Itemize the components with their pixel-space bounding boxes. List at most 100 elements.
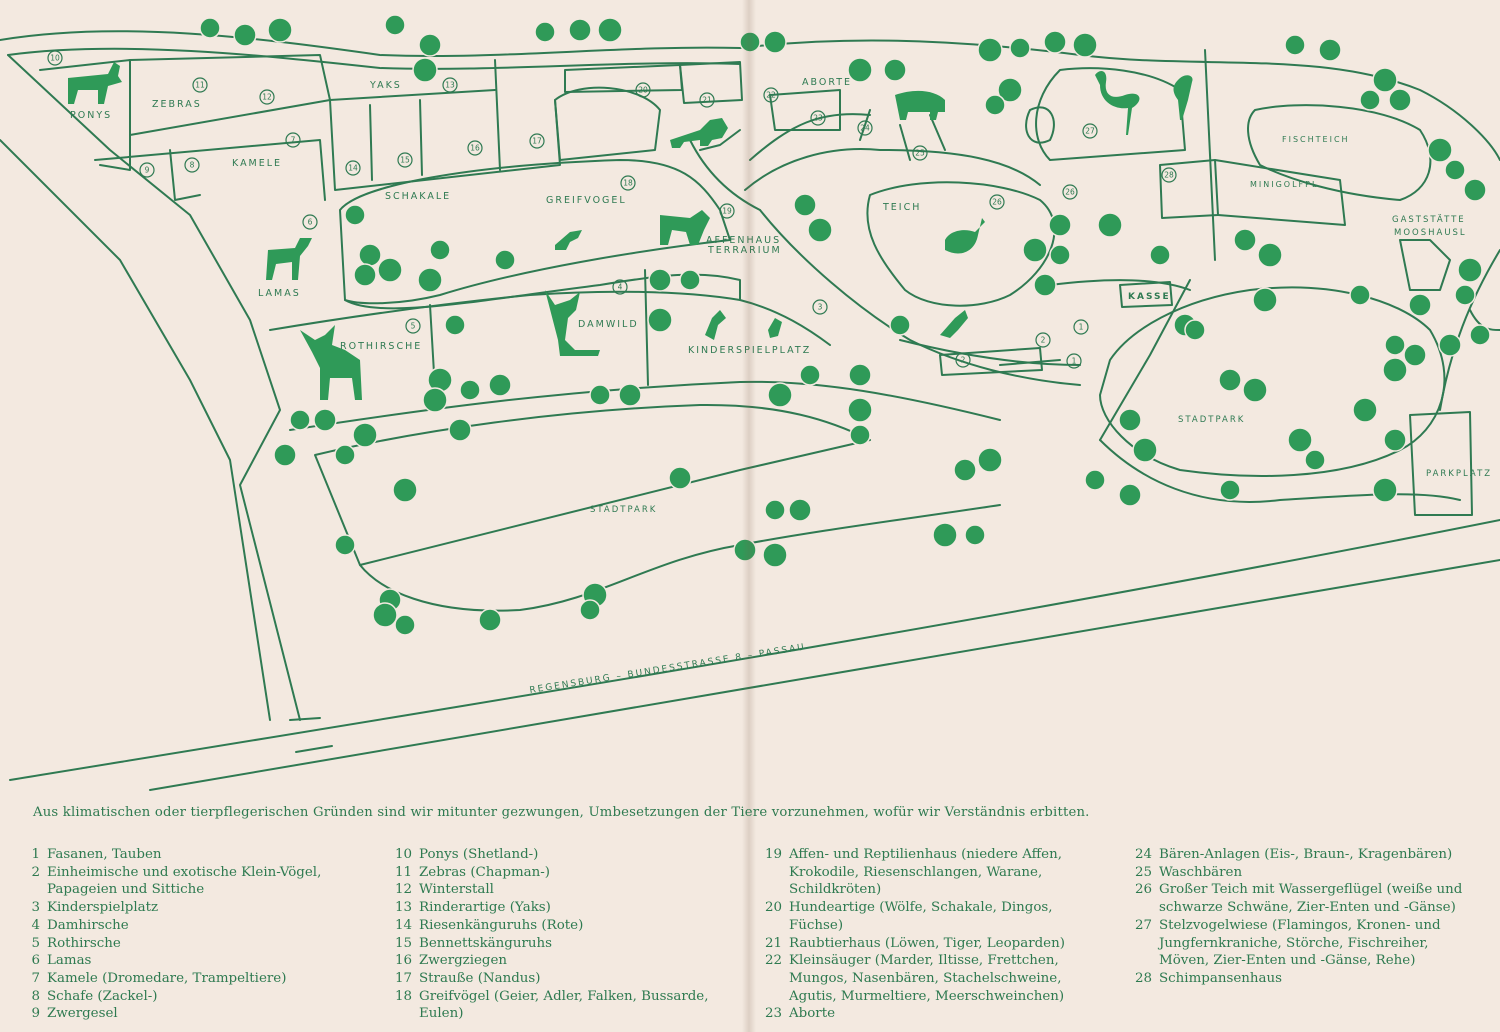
legend-number: 15 <box>394 935 412 951</box>
legend-number: 19 <box>764 847 782 862</box>
label-teich: TEICH <box>882 202 921 213</box>
map-marker: 4 <box>612 279 628 295</box>
map-marker-number: 27 <box>1085 127 1095 136</box>
tree-icon <box>372 602 398 628</box>
legend-number: 22 <box>764 953 782 969</box>
legend-number: 26 <box>1134 882 1152 898</box>
tree-icon <box>1384 334 1406 356</box>
legend-text: Zwergziegen <box>419 953 508 969</box>
map-marker: 1 <box>1066 353 1082 369</box>
flamingo-icon <box>1095 70 1140 135</box>
tree-icon <box>1349 284 1371 306</box>
map-marker-number: 13 <box>445 81 455 90</box>
map-marker: 25 <box>912 145 928 161</box>
tree-icon <box>1219 479 1241 501</box>
map-marker: 19 <box>719 203 735 219</box>
legend-text: Fasanen, Tauben <box>47 847 162 862</box>
map-marker-number: 21 <box>702 96 712 105</box>
legend-text: Zebras (Chapman-) <box>419 864 551 880</box>
tree-icon <box>392 477 418 503</box>
map-marker-number: 20 <box>638 86 648 95</box>
legend-number: 13 <box>394 900 412 916</box>
tree-icon <box>848 363 872 387</box>
legend-text: Rothirsche <box>47 935 121 951</box>
label-lamas: LAMAS <box>258 288 301 299</box>
tree-icon <box>448 418 472 442</box>
tree-icon <box>847 397 873 423</box>
tree-icon <box>799 364 821 386</box>
tree-icon <box>1372 477 1398 503</box>
legend-text: Hundeartige (Wölfe, Schakale, Dingos, Fü… <box>789 900 1053 933</box>
tree-icon <box>1132 437 1158 463</box>
legend-number: 14 <box>394 917 412 933</box>
tree-icon <box>444 314 466 336</box>
legend-text: Riesenkänguruhs (Rote) <box>419 917 584 933</box>
tree-icon <box>568 18 592 42</box>
monkey-icon <box>660 210 710 245</box>
legend-text: Zwergesel <box>47 1006 118 1022</box>
tree-icon <box>429 239 451 261</box>
vulture-icon <box>555 230 582 250</box>
map-marker-number: 22 <box>766 91 776 100</box>
map-marker: 26 <box>989 194 1005 210</box>
tree-icon <box>1048 213 1072 237</box>
tree-icon <box>1049 244 1071 266</box>
map-marker-number: 2 <box>1041 336 1046 345</box>
tree-icon <box>459 379 481 401</box>
map-marker-number: 5 <box>411 322 416 331</box>
legend-number: 7 <box>31 970 40 986</box>
map-marker: 1 <box>1073 319 1089 335</box>
tree-icon <box>1318 38 1342 62</box>
legend-text: Kamele (Dromedare, Trampeltiere) <box>47 970 287 986</box>
map-marker: 22 <box>763 87 779 103</box>
legend-number: 17 <box>394 970 412 986</box>
tree-icon <box>964 524 986 546</box>
label-affenhaus: AFFENHAUS <box>706 235 781 246</box>
legend-number: 21 <box>764 935 782 951</box>
legend-number: 24 <box>1134 847 1152 862</box>
map-marker: 27 <box>1082 123 1098 139</box>
legend-text: Kleinsäuger (Marder, Iltisse, Frettchen,… <box>789 953 1065 1004</box>
map-marker-number: 28 <box>1164 171 1174 180</box>
child-icon <box>705 310 726 340</box>
label-kinderspielplatz: KINDERSPIELPLATZ <box>688 345 811 356</box>
legend-text: Lamas <box>47 953 92 969</box>
tree-icon <box>488 373 512 397</box>
legend-number: 6 <box>31 953 40 969</box>
tree-icon <box>1427 137 1453 163</box>
map-marker-number: 26 <box>992 198 1002 207</box>
tree-icon <box>1382 357 1408 383</box>
tree-icon <box>1097 212 1123 238</box>
map-marker-number: 26 <box>1065 188 1075 197</box>
map-marker-number: 11 <box>195 81 205 90</box>
map-marker-number: 23 <box>813 114 823 123</box>
tree-icon <box>1233 228 1257 252</box>
tree-icon <box>334 444 356 466</box>
tree-icon <box>793 193 817 217</box>
tree-icon <box>1438 333 1462 357</box>
legend-number: 5 <box>31 935 40 951</box>
tree-icon <box>1072 32 1098 58</box>
legend-text: Aborte <box>789 1006 836 1022</box>
legend-item: 7 Kamele (Dromedare, Trampeltiere) <box>20 970 350 988</box>
map-marker: 6 <box>302 214 318 230</box>
stork-icon <box>1173 75 1193 120</box>
tree-icon <box>1408 293 1432 317</box>
legend-text: Raubtierhaus (Löwen, Tiger, Leoparden) <box>789 935 1065 951</box>
tree-icon <box>273 443 297 467</box>
legend-number: 25 <box>1134 864 1152 880</box>
tree-icon <box>1304 449 1326 471</box>
label-terrarium: TERRARIUM <box>707 245 782 256</box>
tree-icon <box>1252 287 1278 313</box>
label-minigolf: MINIGOLFPL. <box>1250 180 1323 189</box>
tree-icon <box>1149 244 1171 266</box>
legend-number: 23 <box>764 1006 782 1022</box>
map-marker: 13 <box>442 77 458 93</box>
tree-icon <box>1454 284 1476 306</box>
label-kamele: KAMELE <box>232 158 282 169</box>
